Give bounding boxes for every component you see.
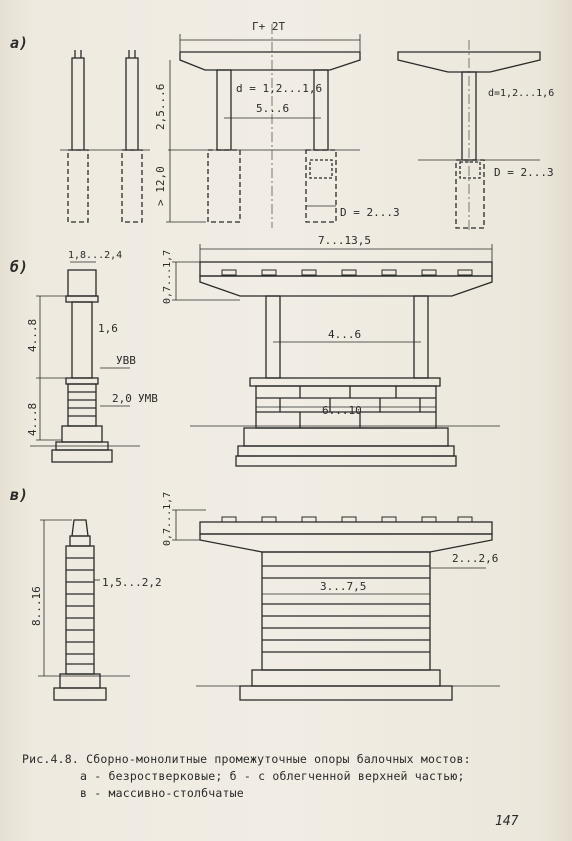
side-view-b [30, 261, 140, 463]
dim-a-height-above: 2,5...6 [154, 84, 167, 130]
dim-a-top-width: Г+ 2Т [252, 20, 285, 33]
section-b-label: б) [10, 258, 28, 276]
dim-a-pile-D: D = 2...3 [340, 206, 400, 219]
pier-type-b [30, 244, 500, 467]
dim-b-column-gap: 4...6 [328, 328, 361, 341]
hammerhead-view-a [397, 40, 541, 232]
dim-b-cap-height: 0,7...1,7 [162, 250, 173, 304]
section-c-label: в) [10, 486, 28, 504]
dim-c-cap-height: 0,7...1,7 [162, 492, 173, 546]
dim-b-h-upper: 4...8 [26, 319, 39, 352]
dim-b-base-width: 6...10 [322, 404, 362, 417]
dim-a-column-d: d = 1,2...1,6 [236, 82, 322, 95]
side-view-c [38, 519, 130, 701]
dim-c-col-width: 1,5...2,2 [102, 576, 162, 589]
figure-caption-line2: а - безростверковые; б - с облегченной в… [80, 769, 465, 783]
pier-type-a [60, 24, 541, 232]
front-view-b [172, 244, 500, 467]
dim-c-height: 8...16 [30, 586, 43, 626]
figure-caption-line3: в - массивно-столбчатые [80, 786, 244, 800]
dim-a-right-d: d=1,2...1,6 [488, 88, 554, 99]
dim-b-h-lower: 4...8 [26, 403, 39, 436]
dim-c-body-width: 3...7,5 [320, 580, 366, 593]
front-view-c [172, 509, 500, 701]
dim-c-offset: 2...2,6 [452, 552, 498, 565]
front-view-a [166, 24, 361, 228]
dim-a-depth-below: > 12,0 [154, 166, 167, 206]
dim-b-column-d: 1,6 [98, 322, 118, 335]
dim-b-top-width: 7...13,5 [318, 234, 371, 247]
dim-b-uvv: УВВ [116, 354, 136, 367]
figure-caption-title: Рис.4.8. Сборно-монолитные промежуточные… [22, 752, 471, 766]
page-number: 147 [495, 814, 519, 829]
dim-b-column-width: 1,8...2,4 [68, 250, 122, 261]
dim-a-column-gap: 5...6 [256, 102, 289, 115]
section-a-label: а) [10, 34, 28, 52]
pier-type-c [38, 509, 500, 701]
dim-b-gap: 2,0 [112, 392, 132, 405]
dim-a-right-D: D = 2...3 [494, 166, 554, 179]
side-view-columns [60, 50, 150, 223]
dim-b-umv: УМВ [138, 392, 158, 405]
